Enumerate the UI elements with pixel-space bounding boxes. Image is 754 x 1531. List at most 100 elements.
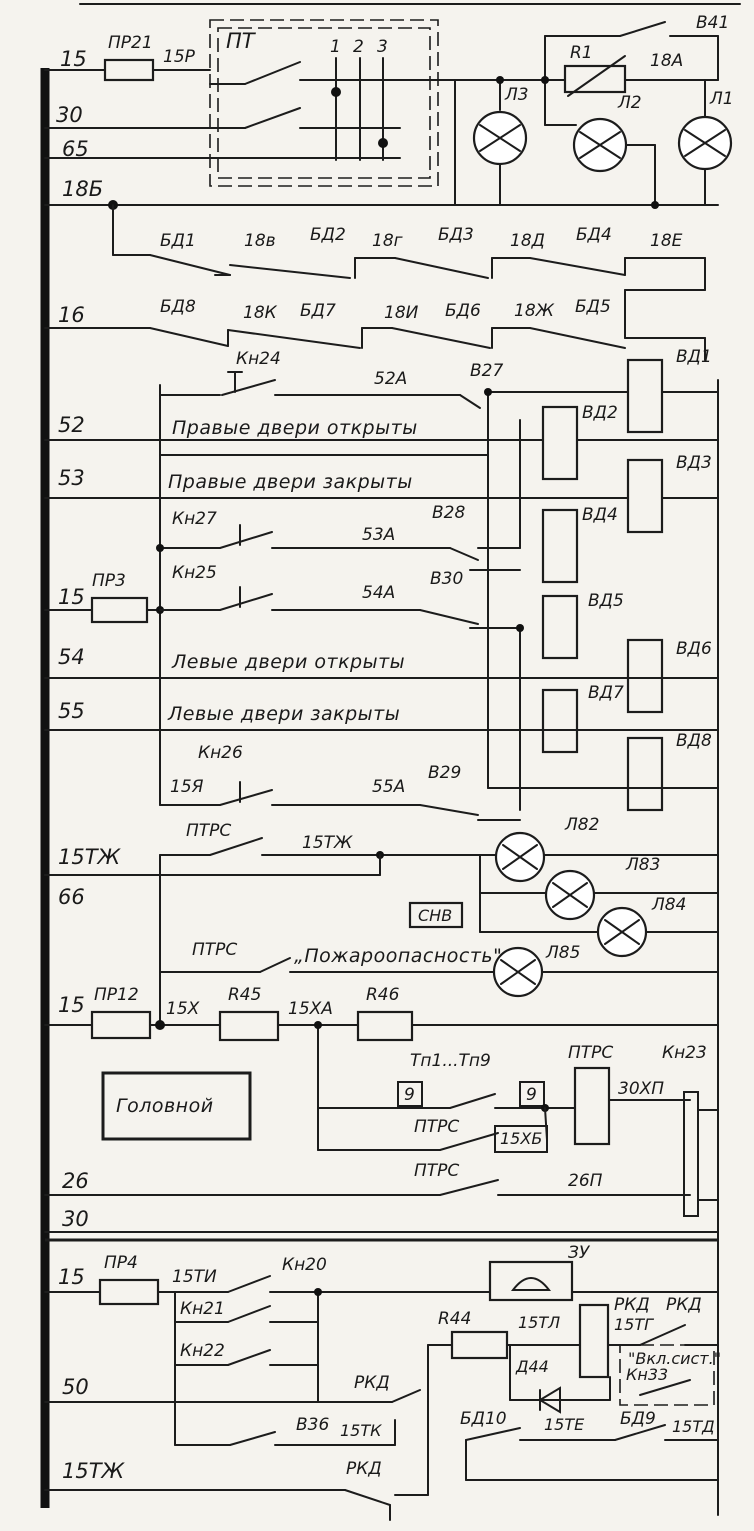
label-n1: 1 bbox=[330, 37, 341, 57]
label-rkd4: РКД bbox=[346, 1459, 382, 1479]
label-d44: Д44 bbox=[515, 1357, 549, 1376]
kn26-switch bbox=[219, 789, 273, 806]
tp-box-right bbox=[519, 1081, 545, 1107]
label-tp: Тп1...Тп9 bbox=[410, 1051, 491, 1071]
ptrs4-switch bbox=[439, 1179, 499, 1196]
label-53a: 53А bbox=[362, 525, 395, 545]
label-lamp-l3: Л3 bbox=[504, 85, 529, 105]
lamp-l82-cross bbox=[502, 844, 538, 870]
tp-box-left bbox=[397, 1081, 423, 1107]
text-right-open: Правые двери открыты bbox=[172, 417, 418, 439]
kn27-switch bbox=[219, 531, 273, 549]
label-vd4: ВД4 bbox=[582, 505, 618, 525]
label-ptrs1: ПТРС bbox=[186, 821, 231, 841]
label-55a: 55А bbox=[372, 777, 405, 797]
pt-contact-2-blade bbox=[244, 107, 301, 129]
label-15ti: 15ТИ bbox=[172, 1267, 217, 1287]
relay-vd4 bbox=[541, 508, 579, 584]
label-r46: R46 bbox=[366, 985, 400, 1005]
label-15tzh: 15ТЖ bbox=[302, 833, 353, 853]
label-bd10: БД10 bbox=[460, 1409, 507, 1429]
wire-label-15d: 15 bbox=[58, 1265, 85, 1289]
lamp-l84-cross bbox=[604, 919, 640, 945]
relay-vd1 bbox=[626, 358, 664, 434]
junction-18b-2 bbox=[541, 76, 549, 84]
label-bd2: БД2 bbox=[310, 225, 346, 245]
resistor-r44 bbox=[450, 1330, 509, 1360]
label-bd8: БД8 bbox=[160, 297, 196, 317]
wire-label-18b: 18Б bbox=[62, 177, 103, 201]
fuse-pr21 bbox=[103, 58, 155, 82]
label-r45: R45 bbox=[228, 985, 261, 1005]
label-15te: 15ТЕ bbox=[544, 1415, 585, 1434]
lamp-l2-cross bbox=[579, 131, 621, 159]
text-head: Головной bbox=[116, 1095, 214, 1117]
relay-vd2 bbox=[541, 405, 579, 481]
wire-label-55: 55 bbox=[58, 699, 85, 723]
label-54a: 54А bbox=[362, 583, 395, 603]
bd10-switch bbox=[465, 1427, 521, 1441]
bell-zu bbox=[488, 1260, 574, 1302]
junction-15x bbox=[155, 1020, 165, 1030]
label-v28: В28 bbox=[432, 503, 465, 523]
wire-label-53: 53 bbox=[58, 466, 85, 490]
label-zu: ЗУ bbox=[568, 1243, 591, 1263]
wire-label-65: 65 bbox=[62, 137, 89, 161]
fuse-label-pr21: ПР21 bbox=[108, 33, 153, 53]
text-right-closed: Правые двери закрыты bbox=[168, 471, 413, 493]
bd4-switch bbox=[529, 257, 626, 276]
label-18v: 18в bbox=[244, 231, 276, 251]
junction-18b-1 bbox=[496, 76, 504, 84]
label-15tk: 15ТК bbox=[340, 1421, 382, 1440]
label-ptrs2: ПТРС bbox=[192, 940, 237, 960]
lamp-l83-cross bbox=[552, 882, 588, 908]
label-15td: 15ТД bbox=[672, 1417, 715, 1436]
tp-switch bbox=[449, 1093, 496, 1109]
relay-vd8 bbox=[626, 736, 664, 812]
lamp-l85-cross bbox=[500, 959, 536, 985]
rkd4-switch bbox=[344, 1489, 391, 1506]
label-vd1: ВД1 bbox=[676, 347, 712, 367]
ptrs3-out bbox=[544, 1107, 548, 1141]
kn24-switch bbox=[221, 379, 276, 396]
text-fire: „Пожароопасность" bbox=[294, 945, 502, 967]
label-v30: В30 bbox=[430, 569, 463, 589]
bd8-switch bbox=[149, 327, 229, 347]
label-lamp-l84: Л84 bbox=[651, 895, 686, 915]
label-ptrs4: ПТРС bbox=[414, 1161, 459, 1181]
label-bd3: БД3 bbox=[438, 225, 474, 245]
ptrs-coil bbox=[573, 1066, 611, 1146]
ptrs1-switch bbox=[209, 837, 263, 856]
kn33-box bbox=[619, 1344, 715, 1406]
v30-switch bbox=[419, 609, 479, 625]
pt-relay-box bbox=[209, 19, 439, 187]
label-52a: 52А bbox=[374, 369, 407, 389]
label-n9b: 9 bbox=[526, 1085, 537, 1105]
snv-box bbox=[408, 901, 464, 929]
wire-label-50: 50 bbox=[62, 1375, 89, 1399]
fuse-label-pr12: ПР12 bbox=[94, 985, 139, 1005]
kn23-body bbox=[683, 1091, 699, 1217]
kn20-switch bbox=[227, 1275, 271, 1293]
label-pt: ПТ bbox=[226, 29, 257, 53]
label-15x: 15Х bbox=[166, 999, 200, 1019]
rkd3-switch bbox=[391, 1389, 421, 1403]
label-kn25: Кн25 bbox=[172, 563, 217, 583]
wire-label-15a: 15 bbox=[60, 47, 87, 71]
label-kn20: Кн20 bbox=[282, 1255, 327, 1275]
pt-contact-1-blade bbox=[244, 61, 301, 85]
label-lamp-l85: Л85 bbox=[545, 943, 580, 963]
fuse-label-pr3: ПР3 bbox=[92, 571, 126, 591]
junction-548 bbox=[156, 544, 164, 552]
relay-rkd bbox=[578, 1303, 610, 1379]
label-bd7: БД7 bbox=[300, 301, 336, 321]
bd9-switch bbox=[614, 1424, 666, 1441]
junction-xa bbox=[314, 1021, 322, 1029]
label-kn24: Кн24 bbox=[236, 349, 281, 369]
label-kn33: Кн33 bbox=[626, 1365, 668, 1384]
kn25-switch bbox=[219, 593, 273, 611]
label-18e: 18Е bbox=[650, 231, 683, 251]
bd6-switch bbox=[391, 327, 491, 349]
label-18zh: 18Ж bbox=[514, 301, 555, 321]
